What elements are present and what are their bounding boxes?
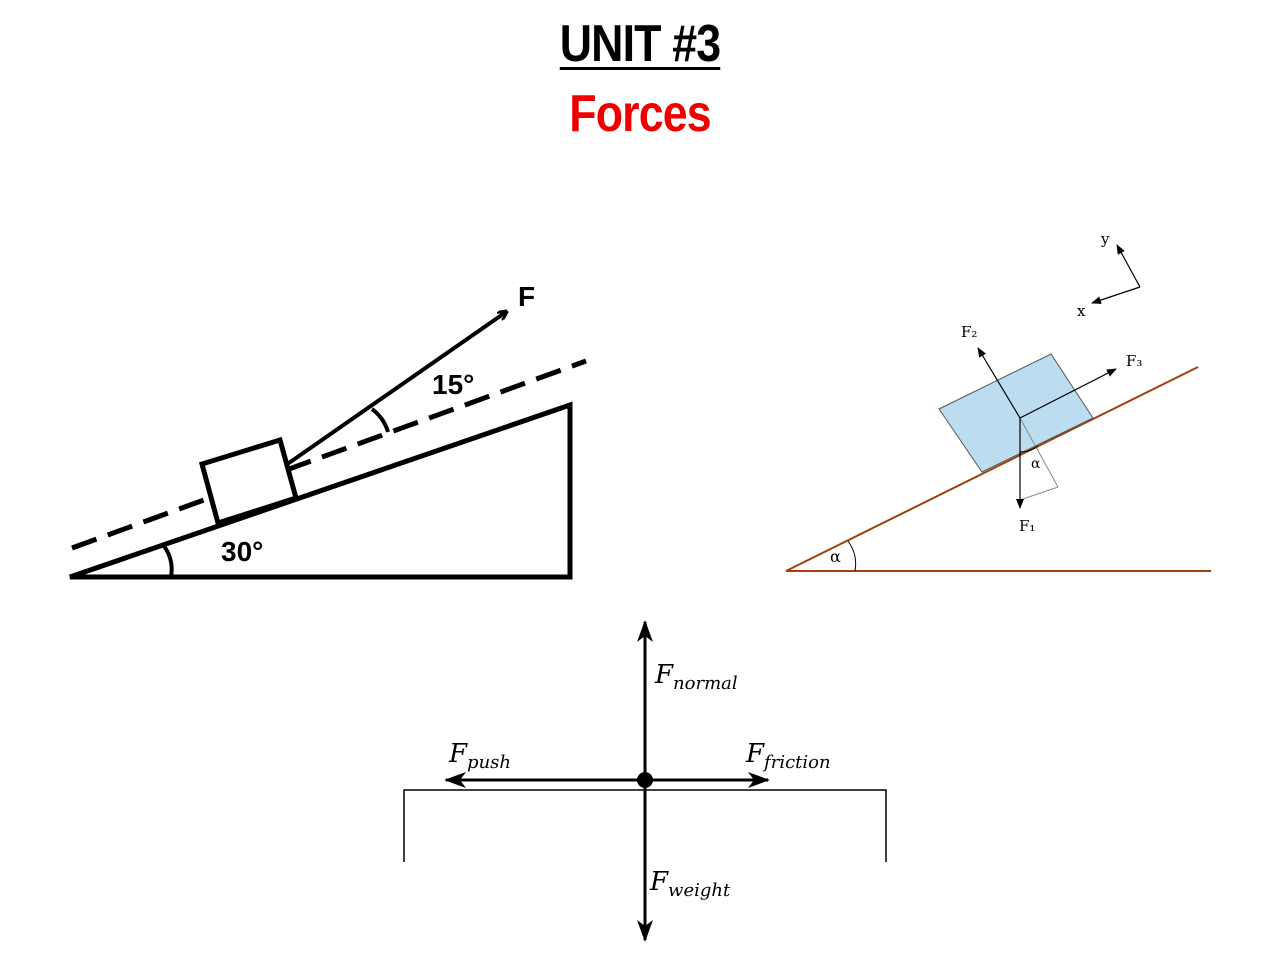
block [938,353,1094,473]
axis-y-label: y [1100,230,1110,248]
force-label: F [518,281,535,312]
applied-angle-label: 15° [432,369,474,400]
alpha-label-base: α [830,547,841,566]
force-3-label: F₃ [1126,352,1142,370]
unit-subtitle: Forces [569,85,711,143]
block [198,436,300,527]
force-2-label: F₂ [961,323,977,341]
incline-angle-label: 30° [221,536,263,567]
force-2-arrow [977,347,1021,419]
incline-diagram-left: F 15° 30° [69,281,587,580]
component-line [1019,417,1059,488]
incline-angle-arc [162,544,174,578]
unit-title: UNIT #3 [559,15,721,73]
force-1-label: F₁ [1019,517,1035,535]
alpha-label-block: α [1031,456,1041,472]
normal-force-label: Fnormal [654,660,738,694]
alpha-arc-block [1019,445,1039,453]
weight-force-label: Fweight [649,867,731,901]
incline-triangle [69,401,573,580]
axis-x-label: x [1077,302,1086,320]
alpha-arc-base [847,540,857,572]
applied-angle-arc [370,407,390,433]
axis-x-arrow [1091,286,1141,304]
axis-y-arrow [1116,244,1141,288]
push-force-label: Fpush [448,739,511,773]
force-arrow [284,312,506,467]
dashed-reference-line [71,358,587,551]
incline-slope [785,366,1199,572]
incline-diagram-right: α α F₂ F₃ F₁ x y [785,230,1211,572]
component-line [1019,486,1059,501]
friction-force-label: Ffriction [745,739,831,773]
free-body-diagram: Fnormal Fpush Ffriction Fweight [403,620,887,942]
force-3-arrow [1019,368,1117,419]
object-point [637,772,653,788]
